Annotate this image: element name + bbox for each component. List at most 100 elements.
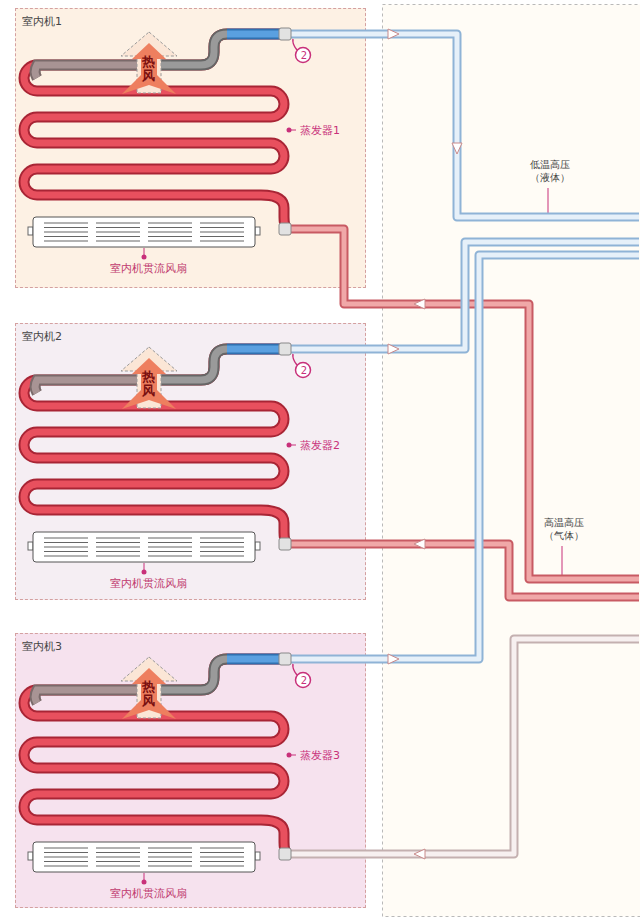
fan-tab (255, 227, 260, 235)
evaporator-coil (35, 380, 149, 393)
evaporator-coil (149, 34, 227, 65)
evaporator-coil (35, 65, 149, 78)
fan-grille (148, 546, 192, 547)
fan-grille (148, 551, 192, 552)
fan-grille (148, 852, 192, 853)
fan-grille (44, 551, 88, 552)
hot-air-arrow: 热风 (119, 656, 179, 720)
flow-arrow (452, 143, 462, 154)
pipe (291, 544, 639, 597)
leader-dot (142, 570, 147, 575)
indoor-unit-panel: 室内机3热风室内机贯流风扇 (15, 633, 366, 908)
fan-grille (148, 555, 192, 556)
fan-grille (148, 865, 192, 866)
evaporator-coil (227, 29, 285, 40)
unit-title: 室内机1 (22, 14, 62, 29)
fan-grille (200, 537, 244, 538)
pipe (291, 639, 639, 854)
fan-tab (28, 227, 33, 235)
unit-title: 室内机3 (22, 639, 62, 654)
fan-body (33, 842, 255, 872)
cross-flow-fan (28, 215, 260, 261)
evaporator-coil (227, 31, 285, 38)
evaporator-coil (149, 659, 227, 690)
cross-flow-fan (28, 530, 260, 576)
fan-grille (44, 231, 88, 232)
fan-body (33, 217, 255, 247)
leader-dot (142, 255, 147, 260)
fan-grille (96, 236, 140, 237)
pipe (291, 242, 639, 349)
callout-hook (293, 354, 297, 365)
indoor-unit-illustration (24, 242, 639, 597)
fan-grille (96, 537, 140, 538)
hot-air-outline (121, 32, 177, 93)
flow-arrow (414, 849, 425, 859)
indoor-unit-drawing (15, 633, 366, 908)
hot-air-fill (122, 358, 176, 409)
fan-grille (96, 852, 140, 853)
indoor-unit-drawing (15, 323, 366, 600)
leader-dot (546, 216, 551, 221)
hot-air-outline (121, 347, 177, 408)
hot-air-label: 热风 (142, 55, 155, 84)
flow-arrow (414, 539, 425, 549)
fan-grille (96, 865, 140, 866)
indoor-unit-illustration (24, 255, 639, 860)
fan-grille (96, 546, 140, 547)
leader-dot (287, 128, 292, 133)
evaporator-coil (24, 659, 289, 854)
fan-tab (28, 852, 33, 860)
fan-grille (44, 537, 88, 538)
pipe (291, 639, 639, 854)
evaporator-coil (24, 34, 289, 229)
fan-grille (96, 231, 140, 232)
leader-line (144, 248, 145, 257)
evaporator-coil (35, 65, 149, 78)
fan-grille (200, 222, 244, 223)
fan-grille (148, 236, 192, 237)
pipe-state-label: 高温高压 （气体） (538, 516, 590, 542)
fan-grille (44, 546, 88, 547)
outdoor-region (383, 5, 640, 917)
pipe-fitting (279, 223, 291, 235)
fan-grille (44, 847, 88, 848)
fan-grille (44, 542, 88, 543)
fan-grille (200, 861, 244, 862)
part-label: 室内机贯流风扇 (28, 262, 268, 276)
callout-hook (293, 664, 297, 675)
evaporator-coil (24, 659, 289, 854)
pipe (291, 34, 639, 217)
cross-flow-fan: 室内机贯流风扇 (28, 530, 268, 596)
pipe-state-label: 低温高压 （液体） (524, 158, 576, 184)
leader-dot (560, 578, 565, 583)
indoor-unit-drawing (15, 8, 366, 288)
part-label: 蒸发器3 (300, 749, 340, 763)
fan-grille (44, 236, 88, 237)
evaporator-coil (227, 344, 285, 355)
leader-line (289, 130, 296, 131)
fan-grille (96, 847, 140, 848)
leader-dot (287, 753, 292, 758)
evaporator-coil (24, 349, 289, 544)
pipe-fitting (279, 28, 291, 40)
evaporator-coil (227, 656, 285, 663)
part-label: 蒸发器2 (300, 439, 340, 453)
hot-air-label: 热风 (142, 370, 155, 399)
fan-grille (200, 847, 244, 848)
fan-grille (148, 231, 192, 232)
part-label: 蒸发器1 (300, 124, 340, 138)
hot-air-arrow: 热风 (119, 346, 179, 410)
fan-grille (148, 240, 192, 241)
fan-grille (96, 542, 140, 543)
fan-grille (44, 240, 88, 241)
cross-flow-fan (28, 840, 260, 886)
fan-grille (148, 227, 192, 228)
evaporator-coil (35, 690, 149, 703)
fan-grille (200, 852, 244, 853)
fan-grille (96, 222, 140, 223)
indoor-unit-panel: 室内机2热风室内机贯流风扇 (15, 323, 366, 600)
fan-grille (96, 240, 140, 241)
flow-arrow (388, 29, 399, 39)
fan-grille (200, 546, 244, 547)
